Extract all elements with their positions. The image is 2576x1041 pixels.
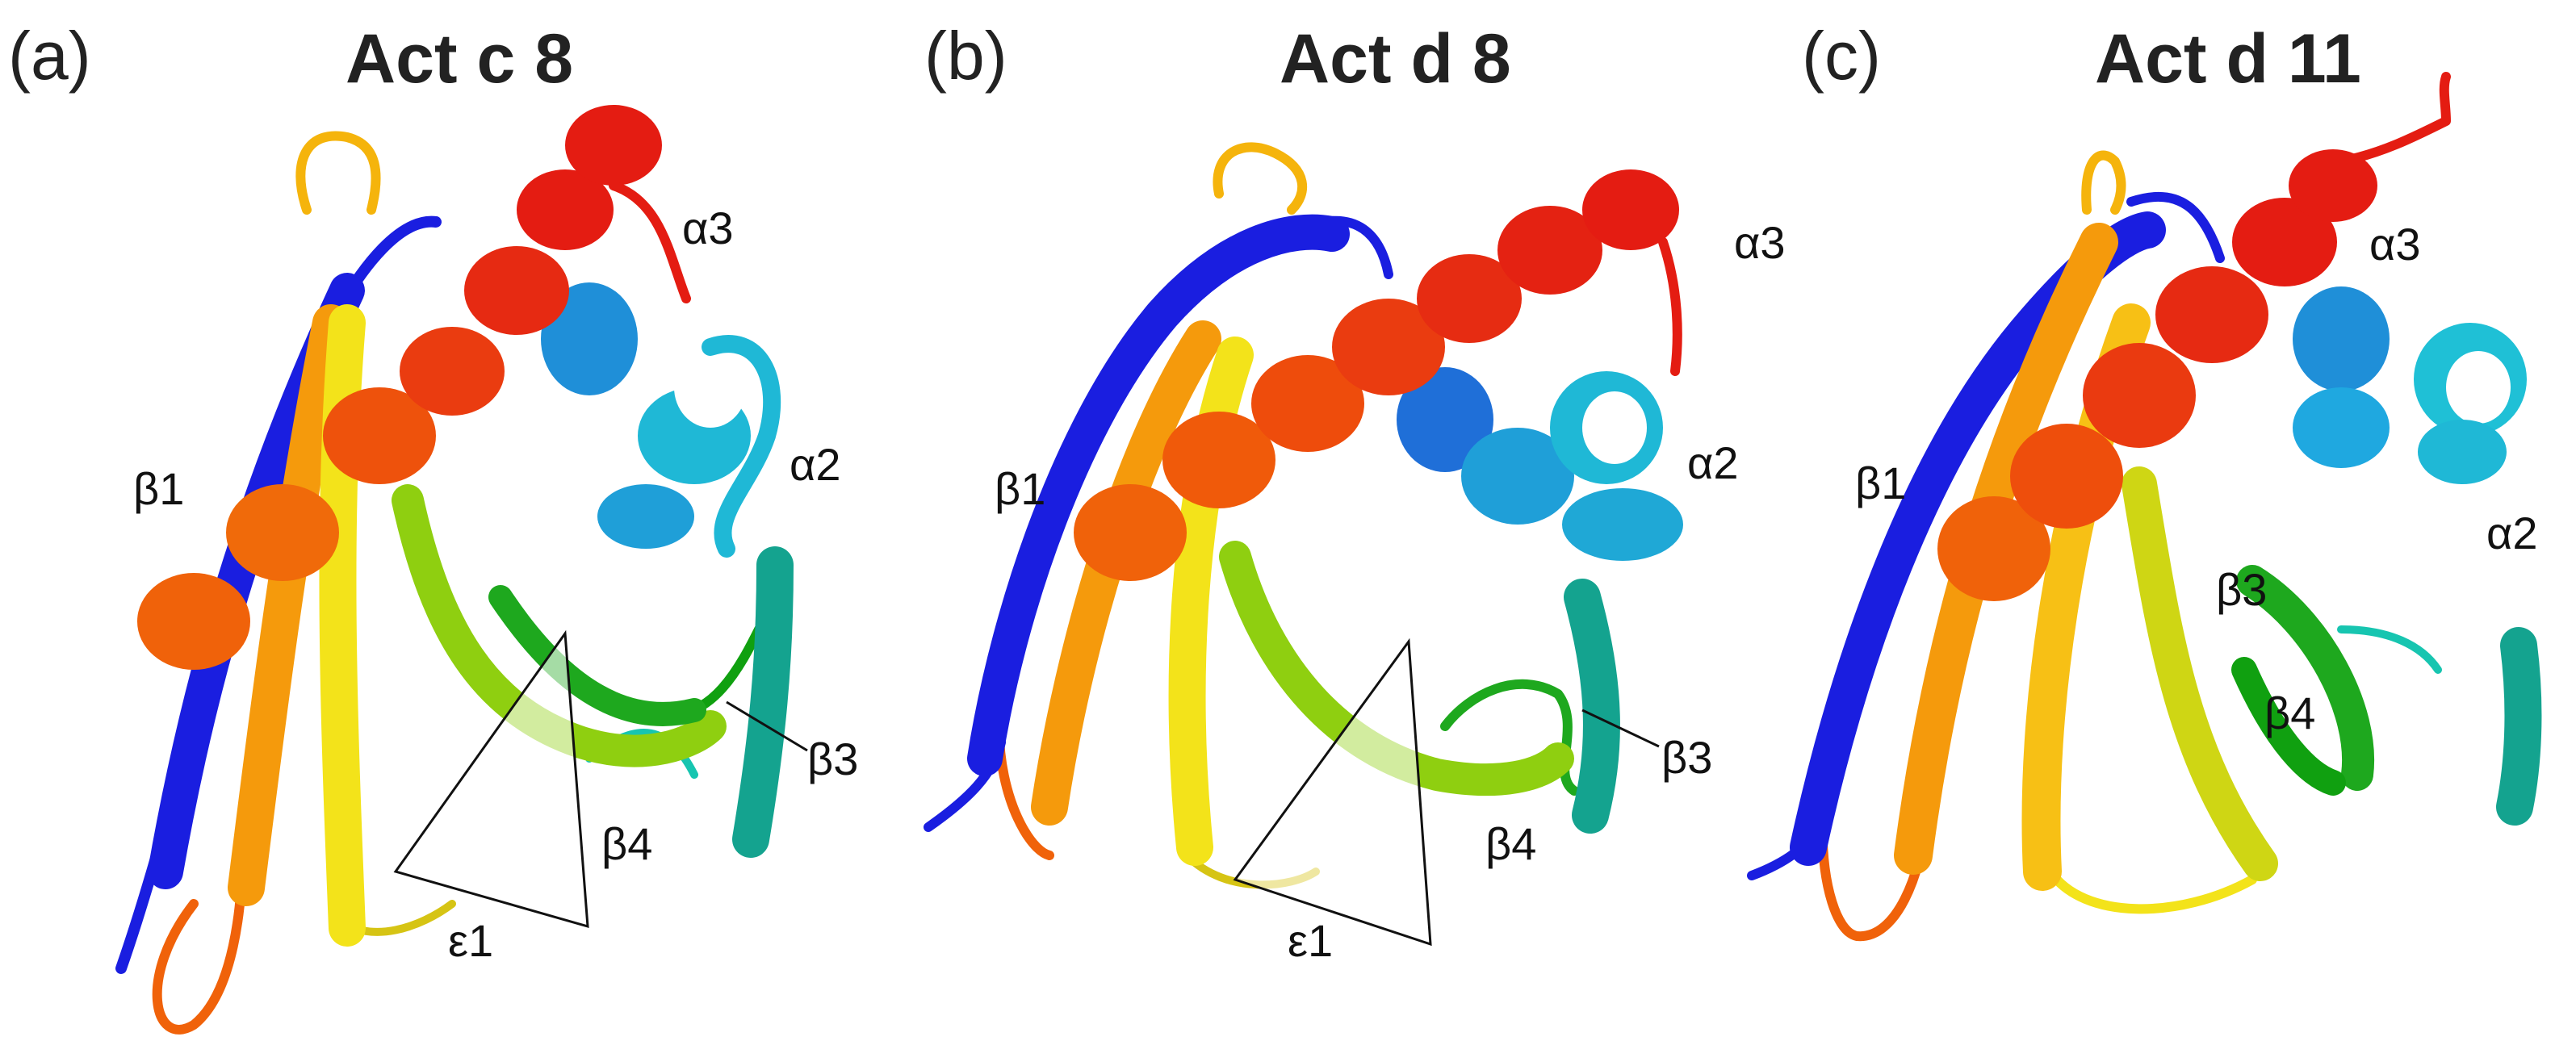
helix-segment — [1162, 412, 1275, 508]
loop-bottom — [2046, 867, 2257, 914]
ribbon-model — [924, 142, 1683, 947]
helix-segment — [2232, 198, 2337, 286]
helix-segment — [2293, 387, 2390, 468]
panel-title: Act c 8 — [346, 20, 573, 98]
helix-segment — [2289, 149, 2377, 222]
helix-segment — [226, 484, 339, 581]
panel-title: Act d 11 — [2095, 20, 2361, 98]
loop-orange — [152, 851, 247, 1035]
strand-beta3 — [488, 585, 706, 726]
label-alpha3: α3 — [1734, 217, 1786, 268]
strand-teal — [2496, 627, 2542, 826]
loop-green — [657, 625, 764, 717]
helix-segment — [1074, 484, 1187, 581]
helix-segment — [1582, 169, 1679, 250]
helix-segment — [565, 105, 662, 186]
c-terminal-tail — [1658, 237, 1682, 376]
helix-segment — [2155, 266, 2268, 363]
helix-segment — [2293, 286, 2390, 391]
loop-top — [295, 131, 381, 215]
strand-orange — [228, 304, 350, 906]
panel-letter: (c) — [1802, 18, 1881, 94]
label-epsilon1: ε1 — [448, 915, 493, 966]
ribbon-model — [1747, 72, 2542, 942]
loop-top — [1213, 142, 1307, 215]
strand-teal — [732, 546, 794, 858]
label-alpha2: α2 — [2486, 508, 2538, 558]
helix-segment — [1562, 488, 1683, 561]
label-alpha2: α2 — [1687, 437, 1739, 488]
loop-cyan — [2337, 625, 2442, 674]
label-beta4: β4 — [2264, 688, 2315, 738]
panel-letter: (b) — [924, 18, 1007, 94]
panel-c: (c) Act d 11 — [1747, 18, 2542, 942]
strand-beta1 — [967, 214, 1350, 776]
helix-segment — [517, 169, 614, 250]
helix-segment — [323, 387, 436, 484]
ribbon-model — [115, 105, 794, 1035]
helix-segment — [400, 327, 505, 416]
label-alpha3: α3 — [2369, 219, 2421, 270]
helix-segment — [1417, 254, 1522, 343]
helix-segment — [1461, 428, 1574, 525]
label-beta4: β4 — [1485, 818, 1536, 869]
label-beta1: β1 — [133, 463, 184, 514]
label-epsilon1: ε1 — [1288, 915, 1333, 966]
helix-segment — [1582, 391, 1647, 464]
helix-segment — [1497, 206, 1602, 295]
strand-teal — [1564, 579, 1620, 834]
helix-segment — [541, 282, 638, 395]
label-beta3: β3 — [2216, 564, 2267, 615]
label-alpha3: α3 — [682, 203, 734, 253]
strand-lime — [2122, 466, 2278, 881]
panel-b: (b) Act d 8 — [924, 18, 1786, 966]
strand-beta4 — [2231, 657, 2346, 796]
leader-beta3 — [1581, 709, 1660, 748]
helix-coil — [702, 335, 781, 558]
label-beta3: β3 — [1661, 732, 1712, 783]
panel-letter: (a) — [8, 18, 91, 94]
epsilon1-triangle — [393, 629, 589, 929]
helix-segment — [1251, 355, 1364, 452]
helix-segment — [464, 246, 569, 335]
label-beta1: β1 — [995, 463, 1045, 514]
loop-blue — [2126, 191, 2225, 263]
leader-beta3 — [726, 700, 808, 752]
helix-segment — [2446, 351, 2511, 424]
panel-title: Act d 8 — [1280, 20, 1511, 98]
helix-segment — [597, 484, 694, 549]
label-beta3: β3 — [807, 734, 858, 784]
helix-segment — [2010, 424, 2123, 529]
c-terminal-tail — [609, 181, 691, 303]
panel-a: (a) Act c 8 — [8, 18, 858, 1035]
label-alpha2: α2 — [790, 439, 841, 490]
epsilon1-triangle — [1233, 638, 1432, 947]
helix-segment — [1937, 496, 2050, 601]
c-terminal-tail — [2336, 72, 2451, 166]
helix-segment — [1397, 367, 1493, 472]
loop-top — [2081, 150, 2126, 215]
strand-beta3 — [2236, 565, 2375, 791]
helix-segment — [674, 347, 747, 428]
helix-segment — [137, 573, 250, 670]
label-beta4: β4 — [601, 818, 652, 869]
label-beta1: β1 — [1855, 458, 1906, 508]
helix-segment — [2083, 343, 2196, 448]
helix-segment — [1332, 299, 1445, 395]
helix-segment — [2418, 420, 2507, 484]
